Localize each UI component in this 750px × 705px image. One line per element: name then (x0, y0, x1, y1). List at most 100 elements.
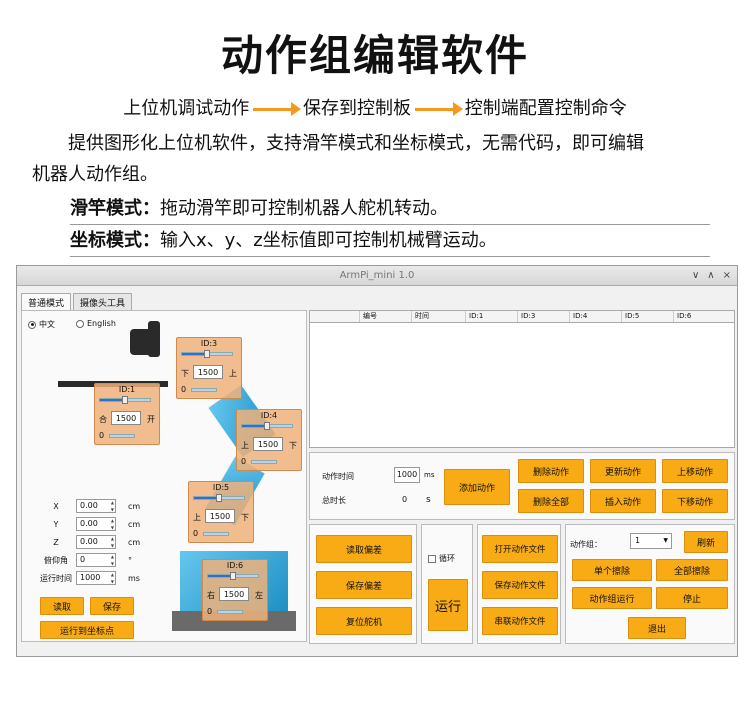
total-time-unit: s (426, 495, 431, 505)
servo-offset-label: 0 (99, 431, 105, 440)
col-id5: ID:5 (622, 311, 674, 322)
move-up-button[interactable]: 上移动作 (662, 459, 728, 483)
stop-button[interactable]: 停止 (656, 587, 728, 609)
offset-slider[interactable] (251, 460, 277, 464)
offset-slider[interactable] (109, 434, 135, 438)
field-unit: cm (128, 537, 141, 547)
exit-button[interactable]: 退出 (628, 617, 686, 639)
run-to-coord-button[interactable]: 运行到坐标点 (40, 621, 134, 639)
slider-handle[interactable] (230, 572, 236, 580)
save-button[interactable]: 保存 (90, 597, 134, 615)
refresh-button[interactable]: 刷新 (684, 531, 728, 553)
servo-left-label: 下 (181, 369, 189, 378)
concat-file-button[interactable]: 串联动作文件 (482, 607, 558, 635)
servo-panel-id4: ID:4 上 1500 下 0 (236, 409, 302, 471)
servo-value-input[interactable]: 1500 (219, 587, 249, 601)
lang-en-radio[interactable]: English (76, 319, 116, 328)
servo-panel-id6: ID:6 右 1500 左 0 (202, 559, 268, 621)
tab-camera-tool[interactable]: 摄像头工具 (73, 293, 133, 311)
offset-slider[interactable] (217, 610, 243, 614)
servo-left-label: 右 (207, 591, 215, 600)
servo-value-input[interactable]: 1500 (193, 365, 223, 379)
action-table[interactable]: 编号 时间 ID:1 ID:3 ID:4 ID:5 ID:6 (309, 310, 735, 448)
update-action-button[interactable]: 更新动作 (590, 459, 656, 483)
servo-slider[interactable] (193, 494, 245, 502)
col-number: 编号 (360, 311, 412, 322)
reset-servo-button[interactable]: 复位舵机 (316, 607, 412, 635)
insert-action-button[interactable]: 插入动作 (590, 489, 656, 513)
close-icon[interactable]: × (722, 270, 731, 281)
slider-handle[interactable] (204, 350, 210, 358)
table-header: 编号 时间 ID:1 ID:3 ID:4 ID:5 ID:6 (310, 311, 734, 323)
servo-panel-id1: ID:1 合 1500 开 0 (94, 383, 160, 445)
group-run-button[interactable]: 动作组运行 (572, 587, 652, 609)
field-label: 运行时间 (40, 573, 72, 583)
open-file-button[interactable]: 打开动作文件 (482, 535, 558, 563)
radio-unchecked-icon (76, 319, 84, 328)
flow-step-2: 保存到控制板 (303, 98, 411, 119)
flow-step-3: 控制端配置控制命令 (464, 98, 627, 119)
delete-all-button[interactable]: 删除全部 (518, 489, 584, 513)
slider-handle[interactable] (122, 396, 128, 404)
slider-mode-text: 拖动滑竿即可控制机器人舵机转动。 (160, 198, 448, 219)
servo-offset-label: 0 (193, 529, 199, 538)
slider-mode-label: 滑竿模式： (70, 198, 160, 219)
slider-handle[interactable] (264, 422, 270, 430)
slider-handle[interactable] (216, 494, 222, 502)
group-select[interactable]: 1▼ (630, 533, 672, 549)
delete-action-button[interactable]: 删除动作 (518, 459, 584, 483)
servo-value-input[interactable]: 1500 (205, 509, 235, 523)
tab-normal-mode[interactable]: 普通模式 (21, 293, 72, 311)
field-label: 俯仰角 (44, 555, 68, 565)
arrow-right-icon (253, 101, 302, 116)
save-offset-button[interactable]: 保存偏差 (316, 571, 412, 599)
servo-value-input[interactable]: 1500 (253, 437, 283, 451)
field-runtime: 运行时间 1000 ms (36, 571, 148, 585)
servo-id: ID:3 (200, 339, 218, 348)
action-panel: 动作时间 1000 ms 总时长 0 s 添加动作 删除动作 更新动作 上移动作… (309, 452, 735, 520)
servo-value-input[interactable]: 1500 (111, 411, 141, 425)
col-id6: ID:6 (677, 312, 692, 320)
loop-checkbox[interactable]: 循环 (428, 553, 455, 564)
coord-mode-row: 坐标模式：输入x、y、z坐标值即可控制机械臂运动。 (70, 226, 710, 257)
offset-slider[interactable] (191, 388, 217, 392)
save-file-button[interactable]: 保存动作文件 (482, 571, 558, 599)
lang-cn-radio[interactable]: 中文 (28, 319, 55, 330)
servo-right-label: 下 (241, 513, 249, 522)
erase-all-button[interactable]: 全部擦除 (656, 559, 728, 581)
servo-left-label: 上 (241, 441, 249, 450)
servo-slider[interactable] (241, 422, 293, 430)
poster-title: 动作组编辑软件 (220, 31, 529, 80)
servo-right-label: 开 (147, 415, 155, 424)
radio-checked-icon (28, 320, 36, 329)
add-action-button[interactable]: 添加动作 (444, 469, 510, 505)
window-titlebar: ArmPi_mini 1.0 ∨∧× (17, 266, 737, 286)
total-time-value: 0 (402, 495, 408, 504)
servo-slider[interactable] (181, 350, 233, 358)
erase-one-button[interactable]: 单个擦除 (572, 559, 652, 581)
file-panel: 打开动作文件 保存动作文件 串联动作文件 (477, 524, 561, 644)
offset-slider[interactable] (203, 532, 229, 536)
y-spinbox[interactable]: 0.00 (76, 517, 116, 531)
servo-slider[interactable] (207, 572, 259, 580)
read-offset-button[interactable]: 读取偏差 (316, 535, 412, 563)
field-label: Y (53, 519, 59, 529)
group-label: 动作组： (570, 540, 602, 549)
field-y: Y 0.00 cm (36, 517, 148, 531)
read-button[interactable]: 读取 (40, 597, 84, 615)
flow-step-1: 上位机调试动作 (123, 98, 250, 119)
runtime-spinbox[interactable]: 1000 (76, 571, 116, 585)
move-down-button[interactable]: 下移动作 (662, 489, 728, 513)
action-time-input[interactable]: 1000 (394, 467, 420, 483)
x-spinbox[interactable]: 0.00 (76, 499, 116, 513)
run-button[interactable]: 运行 (428, 579, 468, 631)
servo-right-label: 左 (255, 591, 263, 600)
servo-slider[interactable] (99, 396, 151, 404)
col-blank (310, 311, 360, 322)
z-spinbox[interactable]: 0.00 (76, 535, 116, 549)
pitch-spinbox[interactable]: 0 (76, 553, 116, 567)
field-x: X 0.00 cm (36, 499, 148, 513)
minimize-icon[interactable]: ∨ (691, 270, 700, 281)
maximize-icon[interactable]: ∧ (707, 270, 715, 281)
servo-id: ID:4 (260, 411, 278, 420)
